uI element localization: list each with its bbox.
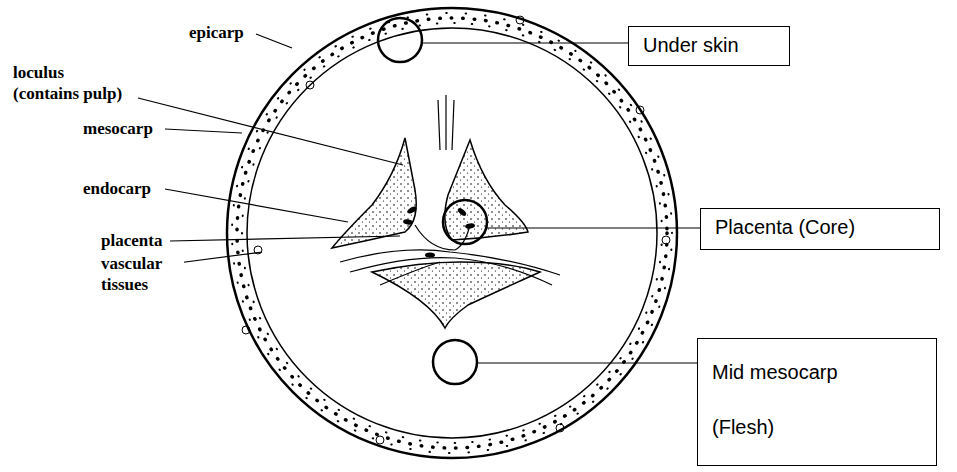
part-label: epicarp <box>188 22 245 43</box>
sample-box: Mid mesocarp (Flesh) <box>697 338 937 466</box>
part-label: vascular tissues <box>100 253 184 295</box>
box-text: Placenta (Core) <box>715 215 925 239</box>
part-label: mesocarp <box>82 118 154 139</box>
part-label: endocarp <box>82 178 152 199</box>
part-label: loculus (contains pulp) <box>12 62 132 104</box>
part-label: placenta <box>100 230 163 251</box>
box-text: Under skin <box>643 33 775 57</box>
sample-box: Placenta (Core) <box>700 208 940 250</box>
box-text: Mid mesocarp (Flesh) <box>712 345 882 455</box>
sample-box: Under skin <box>628 26 790 66</box>
